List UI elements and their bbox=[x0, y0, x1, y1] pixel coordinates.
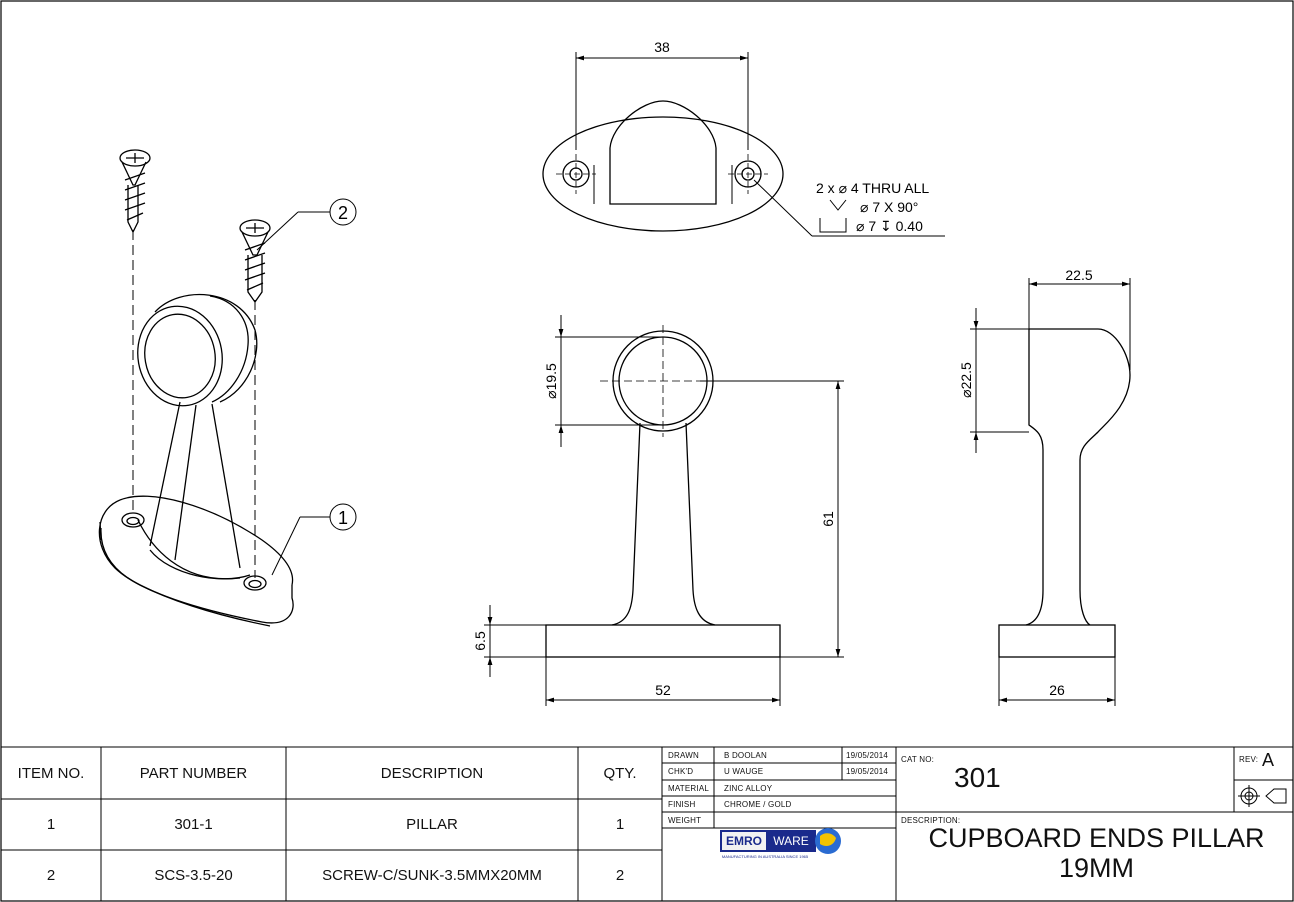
dim-front-base-width: 52 bbox=[655, 682, 671, 698]
bom-row-1-part: 301-1 bbox=[174, 816, 213, 833]
tb-drawn-label: DRAWN bbox=[668, 751, 699, 760]
table-grid bbox=[1, 746, 1293, 901]
dim-side-ring-dia: ⌀22.5 bbox=[958, 362, 974, 398]
svg-text:MANUFACTURING IN AUSTRALIA SIN: MANUFACTURING IN AUSTRALIA SINCE 1965 bbox=[722, 854, 809, 859]
side-profile bbox=[1025, 328, 1131, 626]
iso-stem bbox=[149, 401, 241, 569]
iso-ring bbox=[137, 293, 258, 407]
emroware-logo: EMRO WARE MANUFACTURING IN AUSTRALIA SIN… bbox=[720, 828, 841, 859]
tb-drawn-value: B DOOLAN bbox=[724, 751, 767, 760]
tb-drawn-date: 19/05/2014 bbox=[846, 751, 889, 760]
bom-header-item-no: ITEM NO. bbox=[17, 764, 85, 782]
front-view bbox=[484, 315, 844, 706]
tb-finish-label: FINISH bbox=[668, 800, 696, 809]
tb-material-value: ZINC ALLOY bbox=[724, 784, 773, 793]
tb-weight-label: WEIGHT bbox=[668, 816, 702, 825]
balloon-2-label: 2 bbox=[338, 203, 348, 223]
tb-rev-label: REV: bbox=[1239, 755, 1259, 764]
balloon-1 bbox=[329, 503, 357, 531]
iso-base-hole-left bbox=[121, 512, 145, 528]
third-angle-projection-icon bbox=[1238, 785, 1287, 807]
tb-desc-label: DESCRIPTION: bbox=[901, 816, 961, 825]
dim-base-thickness: 6.5 bbox=[472, 631, 488, 651]
bom-header-part-number: PART NUMBER bbox=[139, 764, 248, 782]
bom-header-description: DESCRIPTION bbox=[380, 764, 484, 782]
dim-front-ring-dia: ⌀19.5 bbox=[543, 363, 559, 399]
front-base bbox=[545, 624, 781, 658]
balloon-1-label: 1 bbox=[338, 508, 348, 528]
tb-cat-number: 301 bbox=[954, 762, 1001, 793]
bom-row-1-item: 1 bbox=[46, 816, 56, 833]
dim-top-width: 38 bbox=[654, 39, 670, 55]
bom-row-2-qty: 2 bbox=[615, 867, 625, 884]
bom-row-1-qty: 1 bbox=[615, 816, 625, 833]
hole-note-line2: ⌀ 7 X 90° bbox=[860, 199, 918, 215]
side-view bbox=[970, 278, 1131, 706]
isometric-view bbox=[98, 149, 357, 627]
iso-screw-2 bbox=[239, 219, 271, 304]
tb-finish-value: CHROME / GOLD bbox=[724, 800, 792, 809]
hole-note-line1: 2 x ⌀ 4 THRU ALL bbox=[816, 180, 929, 196]
front-stem bbox=[611, 422, 716, 626]
bom-row-2-item: 2 bbox=[46, 867, 56, 884]
top-pillar-outline bbox=[609, 100, 717, 205]
svg-text:WARE: WARE bbox=[773, 834, 809, 848]
tb-material-label: MATERIAL bbox=[668, 784, 710, 793]
bom-row-1-desc: PILLAR bbox=[406, 816, 458, 833]
bom-header-qty: QTY. bbox=[603, 764, 637, 782]
bom-row-2-desc: SCREW-C/SUNK-3.5MMX20MM bbox=[322, 867, 542, 884]
tb-rev-value: A bbox=[1262, 750, 1275, 770]
top-base-outline bbox=[542, 116, 784, 232]
svg-text:EMRO: EMRO bbox=[726, 834, 762, 848]
dim-front-height: 61 bbox=[820, 511, 836, 527]
tb-checked-value: U WAUGE bbox=[724, 767, 764, 776]
balloon-2 bbox=[329, 198, 357, 226]
dim-side-base-width: 26 bbox=[1049, 682, 1065, 698]
bom-row-2-part: SCS-3.5-20 bbox=[154, 867, 233, 884]
top-view bbox=[542, 52, 945, 237]
iso-base-plate bbox=[98, 495, 294, 627]
tb-cat-label: CAT NO: bbox=[901, 755, 935, 764]
hole-note-line3: ⌀ 7 ↧ 0.40 bbox=[856, 218, 923, 234]
side-base bbox=[998, 624, 1116, 658]
tb-checked-date: 19/05/2014 bbox=[846, 767, 889, 776]
tb-desc-line2: 19MM bbox=[1058, 853, 1134, 883]
dim-side-top-width: 22.5 bbox=[1065, 267, 1092, 283]
iso-screw-1 bbox=[119, 149, 151, 234]
tb-desc-line1: CUPBOARD ENDS PILLAR bbox=[928, 823, 1265, 853]
tb-checked-label: CHK'D bbox=[668, 767, 694, 776]
